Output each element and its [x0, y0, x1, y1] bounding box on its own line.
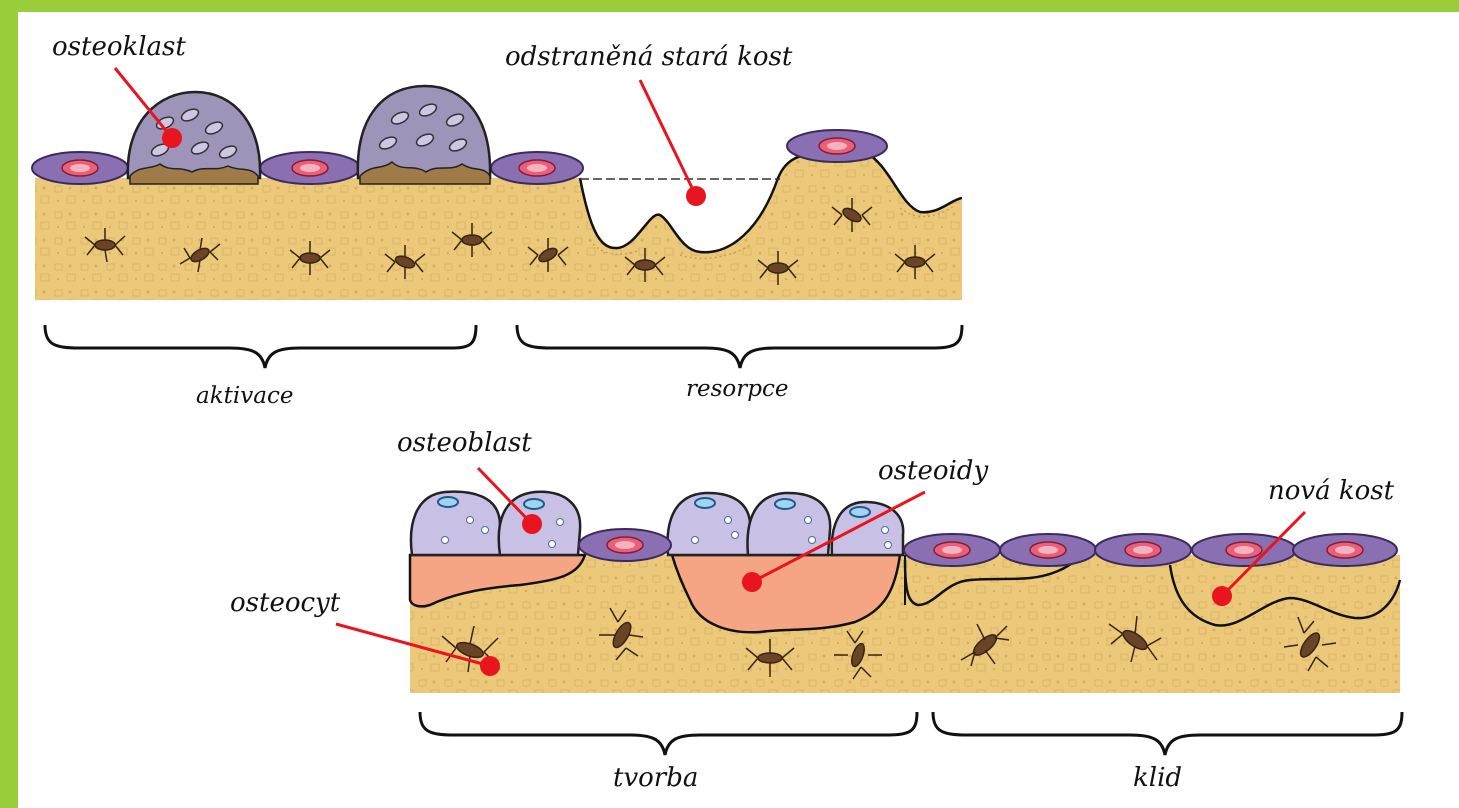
- lining-cell: [1000, 534, 1096, 566]
- osteoklast-label: osteoklast: [52, 34, 186, 60]
- osteoklast-pointer-dot: [162, 128, 182, 148]
- lining-cell: [260, 152, 360, 184]
- osteoblast-pointer-dot: [522, 514, 542, 534]
- osteoblast-cell: [411, 492, 500, 555]
- new-bone-pointer-dot: [1212, 586, 1232, 606]
- osteoidy-label: osteoidy: [878, 458, 988, 484]
- lining-cell: [787, 130, 887, 162]
- phase-resorpce-label: resorpce: [686, 378, 788, 401]
- phase-klid-label: klid: [1133, 765, 1182, 791]
- phase-tvorba-label: tvorba: [613, 765, 698, 791]
- osteocyt-pointer-dot: [480, 656, 500, 676]
- aktivace-brace: [45, 325, 476, 368]
- osteocyt-label: osteocyt: [230, 590, 340, 616]
- osteoblast-label: osteoblast: [397, 430, 532, 456]
- new-bone-label: nová kost: [1268, 478, 1394, 504]
- klid-brace: [933, 712, 1402, 755]
- osteoblast-cell: [667, 493, 750, 555]
- lining-cell: [1293, 534, 1397, 566]
- lining-cell: [491, 152, 583, 184]
- osteoclast-cell: [358, 86, 490, 184]
- phase-aktivace-label: aktivace: [196, 385, 293, 408]
- lining-cell: [904, 534, 1000, 566]
- resorpce-brace: [517, 325, 962, 368]
- tvorba-brace: [420, 712, 917, 755]
- lining-cell: [579, 529, 671, 561]
- osteoblast-cell: [747, 493, 830, 555]
- lining-cell: [1095, 534, 1191, 566]
- removed-bone-pointer-dot: [686, 186, 706, 206]
- osteoidy-pointer-dot: [742, 572, 762, 592]
- lining-cell: [32, 152, 128, 184]
- removed-old-bone-label: odstraněná stará kost: [505, 44, 792, 70]
